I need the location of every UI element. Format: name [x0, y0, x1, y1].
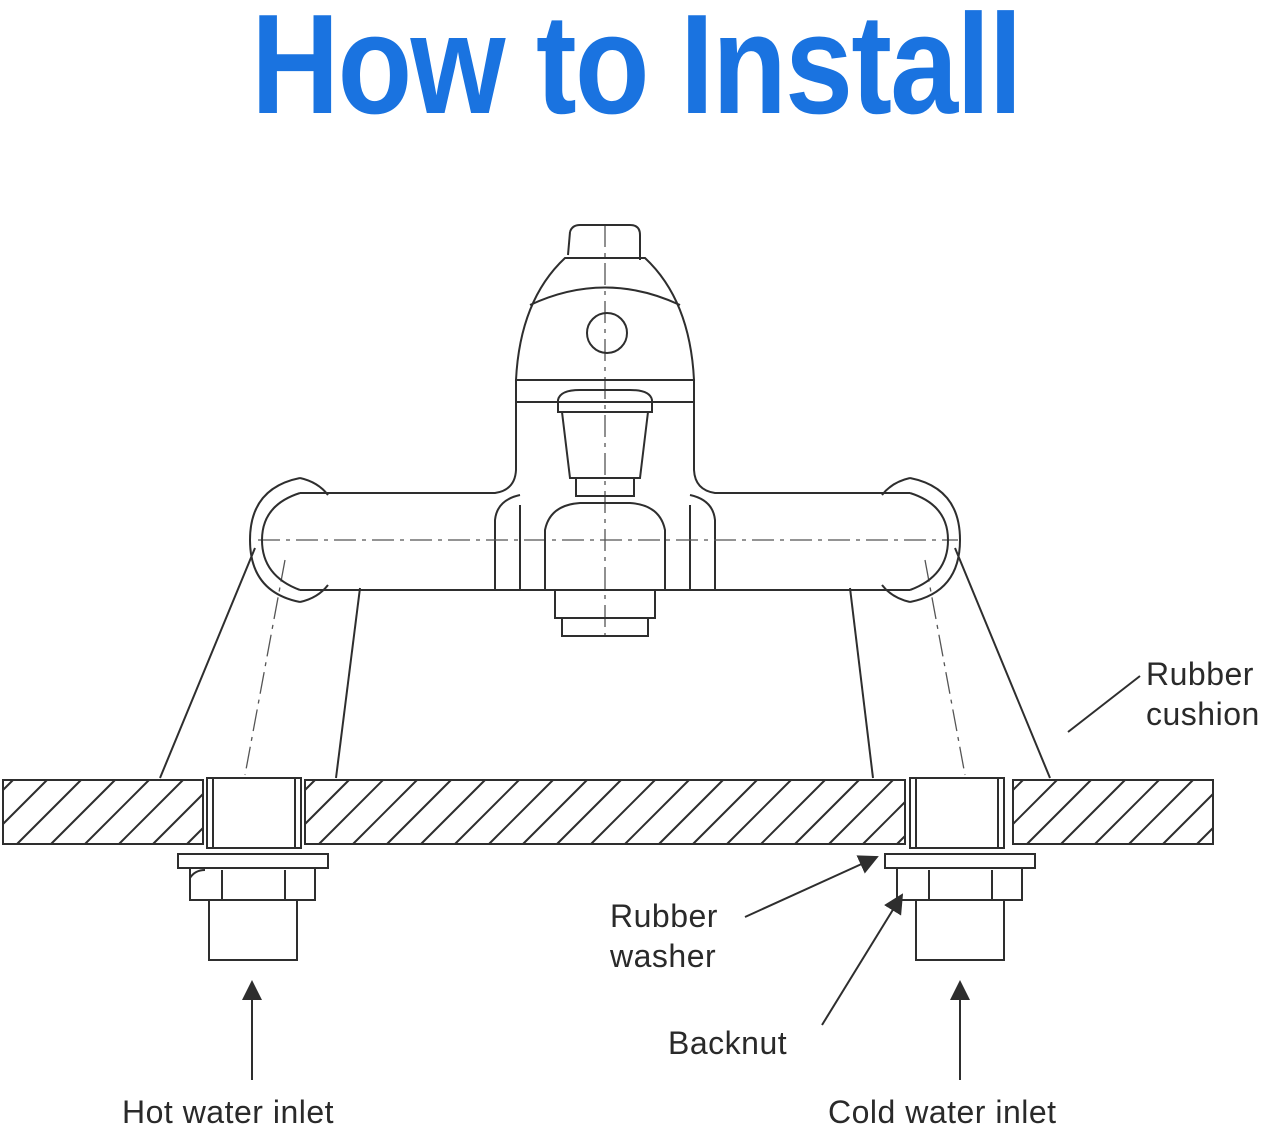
hatch-line — [454, 779, 520, 845]
hatch-line — [304, 779, 350, 825]
countertop — [2, 779, 1214, 845]
hatch-line — [522, 779, 588, 845]
hatch-line — [420, 779, 486, 845]
hatch-line — [828, 779, 894, 845]
hatch-line — [2, 779, 14, 791]
hatch-line — [794, 779, 860, 845]
hatch-line — [1094, 779, 1160, 845]
rubber-washer-label: Rubber washer — [610, 898, 718, 974]
right-supply-leg — [849, 547, 1051, 779]
faucet-body — [258, 225, 958, 640]
cartridge — [557, 389, 653, 497]
hatch-line — [556, 779, 622, 845]
hatch-line — [1060, 779, 1126, 845]
hatch-line — [1162, 793, 1214, 845]
cold-water-inlet-label: Cold water inlet — [828, 1094, 1057, 1130]
rubber-cushion-leader — [1067, 675, 1141, 733]
backnut-label: Backnut — [668, 1025, 788, 1061]
hatch-line — [84, 779, 150, 845]
hatch-line — [352, 779, 418, 845]
hatch-line — [2, 779, 48, 825]
rubber-washer-arrow — [744, 855, 879, 918]
hatch-line — [186, 827, 204, 845]
hatch-line — [760, 779, 826, 845]
hatch-line — [1128, 779, 1194, 845]
rubber-cushion-label: Rubber cushion — [1146, 656, 1260, 732]
hatch-line — [726, 779, 792, 845]
hatch-line — [624, 779, 690, 845]
hatch-line — [16, 779, 82, 845]
hatch-line — [386, 779, 452, 845]
cold-inlet-fitting — [884, 777, 1036, 961]
hatch-line — [862, 801, 906, 845]
hatch-line — [1012, 779, 1024, 791]
hatch-line — [1196, 827, 1214, 845]
hatch-line — [692, 779, 758, 845]
left-end-cap — [248, 477, 329, 603]
hatch-line — [50, 779, 116, 845]
hatch-line — [590, 779, 656, 845]
hatch-line — [896, 835, 906, 845]
hatch-line — [488, 779, 554, 845]
right-end-cap — [881, 477, 962, 603]
hatch-line — [1026, 779, 1092, 845]
backnut-arrow — [821, 893, 904, 1026]
hatch-line — [658, 779, 724, 845]
hatch-line — [318, 779, 384, 845]
left-supply-leg — [159, 547, 361, 779]
hatch-line — [304, 779, 316, 791]
page-title: How to Install — [251, 0, 1022, 144]
hatch-line — [152, 793, 204, 845]
hot-inlet-fitting — [177, 777, 329, 961]
hatch-line — [118, 779, 184, 845]
top-lever — [514, 224, 696, 403]
hatch-line — [1012, 779, 1058, 825]
hot-water-inlet-label: Hot water inlet — [122, 1094, 335, 1130]
